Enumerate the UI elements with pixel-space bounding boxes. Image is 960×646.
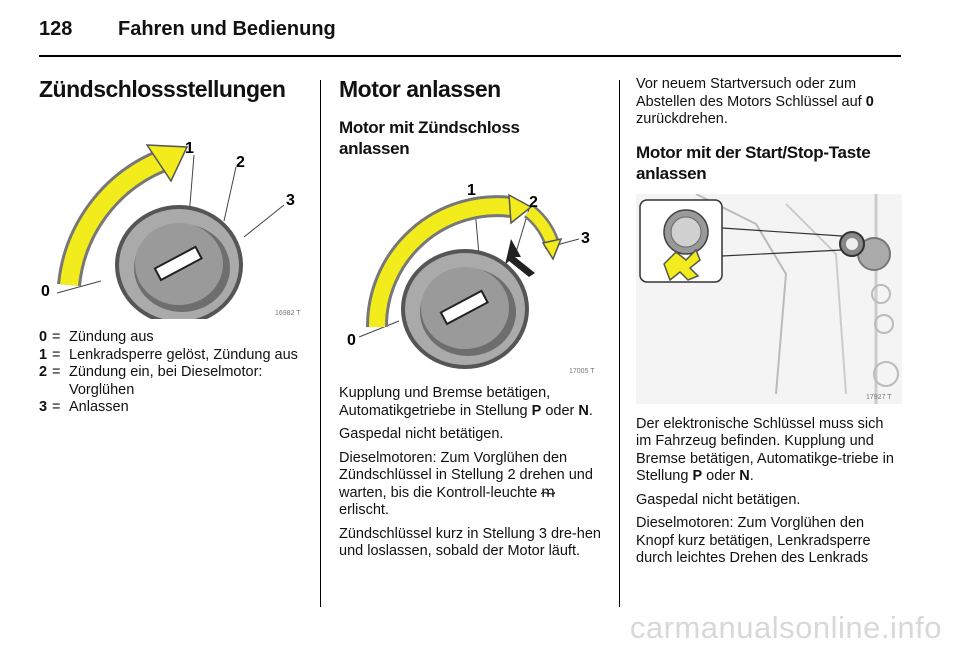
column-engine-start: Motor anlassen Motor mit Zündschloss anl… <box>339 70 607 561</box>
legend-text: Zündung ein, bei Dieselmotor: Vorglühen <box>69 364 263 398</box>
legend-row: 2 = Zündung ein, bei Dieselmotor: Vorglü… <box>39 364 307 399</box>
column-divider-1 <box>320 80 321 607</box>
ignition-legend: 0 = Zündung aus 1 = Lenkradsperre gelöst… <box>39 329 307 417</box>
position-0: 0 <box>865 93 874 110</box>
text: Kupplung und Bremse betätigen, Automatik… <box>339 385 551 419</box>
figure-id: 17927 T <box>866 394 892 401</box>
paragraph: Gaspedal nicht betätigen. <box>636 491 801 508</box>
ignition-diagram-figure: 0 1 2 3 16982 T <box>41 140 301 319</box>
legend-eq: = <box>52 364 61 380</box>
figure-label-3: 3 <box>581 230 590 247</box>
watermark-text: carmanualsonline.info <box>629 610 942 645</box>
legend-text: Zündung aus <box>69 329 154 345</box>
text: . <box>588 402 593 419</box>
paragraph: Der elektronische Schlüssel muss sich im… <box>636 416 902 486</box>
paragraph: Dieselmotoren: Zum Vorglühen den Zündsch… <box>339 450 607 520</box>
figure-label-2: 2 <box>529 194 538 211</box>
chapter-title: Fahren und Bedienung <box>118 18 336 40</box>
section-title-ignition: Zündschlossstellungen <box>39 76 286 102</box>
paragraph: Kupplung und Bremse betätigen, Automatik… <box>339 385 607 420</box>
page-number: 128 <box>39 18 73 40</box>
figure-label-1: 1 <box>467 182 476 199</box>
figure-label-1: 1 <box>185 140 194 157</box>
legend-eq: = <box>52 346 61 363</box>
text: erlischt. <box>339 502 389 518</box>
text: oder <box>541 402 579 419</box>
figure-label-0: 0 <box>41 283 50 300</box>
figure-id: 17005 T <box>569 368 595 375</box>
ignition-start-figure: 0 1 2 3 17005 T <box>347 182 595 375</box>
column-start-stop: Vor neuem Startversuch oder zum Abstelle… <box>636 76 902 568</box>
paragraph: Gaspedal nicht betätigen. <box>339 426 504 442</box>
gear-n: N <box>578 402 589 419</box>
figure-id: 16982 T <box>275 310 301 317</box>
paragraph: Zündschlüssel kurz in Stellung 3 dre-hen… <box>339 525 601 560</box>
legend-key: 2 <box>39 364 48 380</box>
subtitle-ignition-start: Motor mit Zündschloss anlassen <box>339 118 520 158</box>
legend-row: 1 = Lenkradsperre gelöst, Zündung aus <box>39 347 307 365</box>
text: Dieselmotoren: Zum Vorglühen den Zündsch… <box>339 449 593 501</box>
legend-key: 0 <box>39 329 48 345</box>
figure-label-0: 0 <box>347 332 356 349</box>
text: . <box>749 468 754 484</box>
legend-row: 3 = Anlassen <box>39 399 307 417</box>
header-rule <box>39 55 901 57</box>
column-ignition-positions: Zündschlossstellungen 0 1 2 3 16982 T 0 … <box>39 70 307 417</box>
figure-label-2: 2 <box>236 154 245 171</box>
gear-p: P <box>531 402 542 419</box>
legend-row: 0 = Zündung aus <box>39 329 307 347</box>
legend-key: 1 <box>39 346 48 363</box>
text: Vor neuem Startversuch oder zum Abstelle… <box>636 76 866 110</box>
legend-key: 3 <box>39 399 48 415</box>
text: oder <box>702 468 740 484</box>
paragraph: Dieselmotoren: Zum Vorglühen den Knopf k… <box>636 515 871 566</box>
legend-text: Lenkradsperre gelöst, Zündung aus <box>69 346 298 363</box>
paragraph: Vor neuem Startversuch oder zum Abstelle… <box>636 76 902 129</box>
gear-p: P <box>692 468 703 484</box>
subtitle-start-stop: Motor mit der Start/Stop-Taste anlassen <box>636 142 871 183</box>
figure-label-3: 3 <box>286 192 295 209</box>
start-stop-button-figure: 17927 T <box>636 193 902 404</box>
legend-eq: = <box>52 399 61 415</box>
text: Der elektronische Schlüssel muss sich im… <box>636 415 894 485</box>
legend-eq: = <box>52 329 61 345</box>
text: zurückdrehen. <box>636 111 728 127</box>
column-divider-2 <box>619 80 620 607</box>
glow-plug-icon: ᵯ <box>541 483 555 501</box>
gear-n: N <box>739 468 750 484</box>
section-title-engine-start: Motor anlassen <box>339 76 501 102</box>
legend-text: Anlassen <box>69 399 129 415</box>
